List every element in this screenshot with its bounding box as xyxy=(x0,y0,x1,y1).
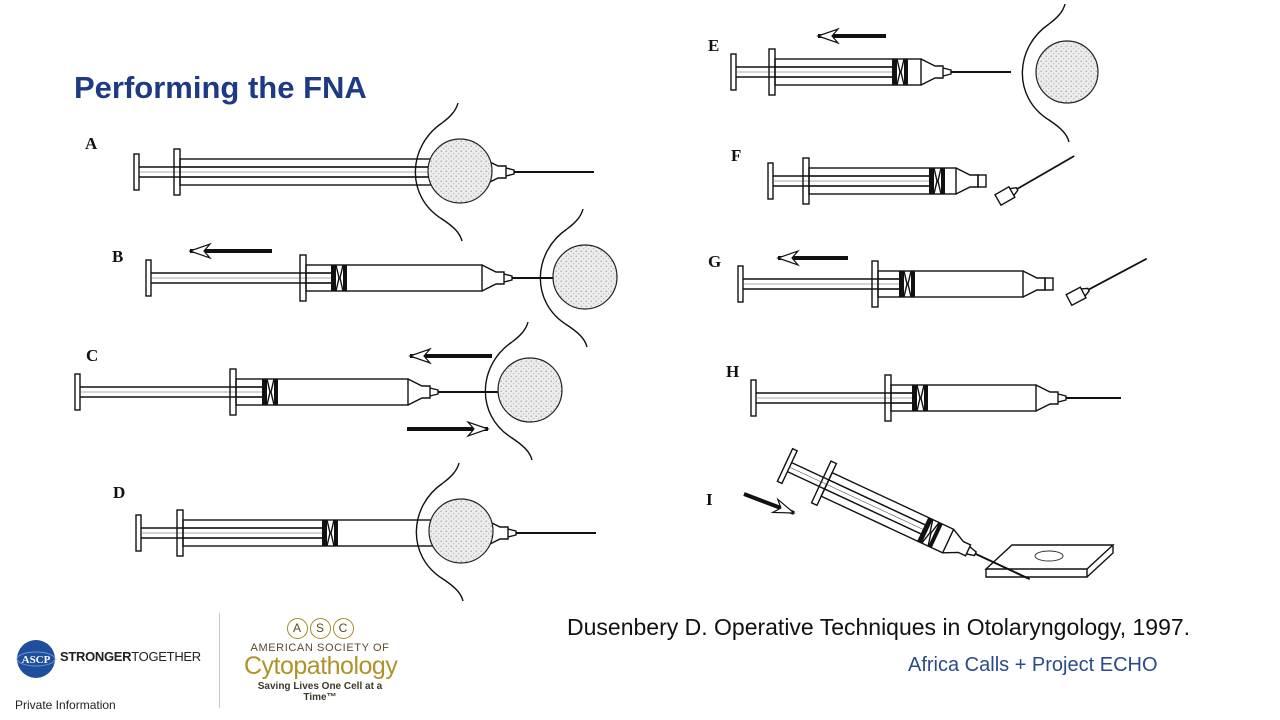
panel-label: G xyxy=(708,252,721,271)
panel-label: E xyxy=(708,36,719,55)
asc-monogram: A S C xyxy=(244,618,396,639)
asc-letter: A xyxy=(286,618,308,639)
panel-label: D xyxy=(113,483,125,502)
asc-letter: S xyxy=(309,618,331,639)
asc-slogan: Saving Lives One Cell at a Time™ xyxy=(257,681,383,703)
citation-text: Dusenbery D. Operative Techniques in Oto… xyxy=(567,614,1191,640)
stronger-rest: TOGETHER xyxy=(131,649,201,664)
stronger-bold: STRONGER xyxy=(60,649,132,664)
footer-divider xyxy=(219,613,220,708)
asc-society-line: AMERICAN SOCIETY OF xyxy=(250,642,390,654)
panel-label: I xyxy=(706,490,713,509)
panel-label: H xyxy=(726,362,739,381)
panel-label: A xyxy=(85,134,98,153)
panel-label: F xyxy=(731,146,741,165)
asc-letter: C xyxy=(332,618,354,639)
asc-logo: A S C AMERICAN SOCIETY OF Cytopathology … xyxy=(244,618,398,703)
private-information-label: Private Information xyxy=(15,698,116,712)
program-label: Africa Calls + Project ECHO xyxy=(908,654,1158,676)
stronger-together-tagline: STRONGERTOGETHER xyxy=(60,649,201,664)
ascp-globe-icon: ASCP xyxy=(16,640,56,678)
panel-label: C xyxy=(86,346,98,365)
fna-diagram: A B C D E F G H I xyxy=(74,3,1148,602)
ascp-badge-text: ASCP xyxy=(22,654,51,666)
ascp-logo: ASCP xyxy=(15,638,57,685)
slide-title: Performing the FNA xyxy=(74,70,367,105)
asc-cytopathology-wordmark: Cytopathology xyxy=(244,652,398,680)
panel-label: B xyxy=(112,247,123,266)
